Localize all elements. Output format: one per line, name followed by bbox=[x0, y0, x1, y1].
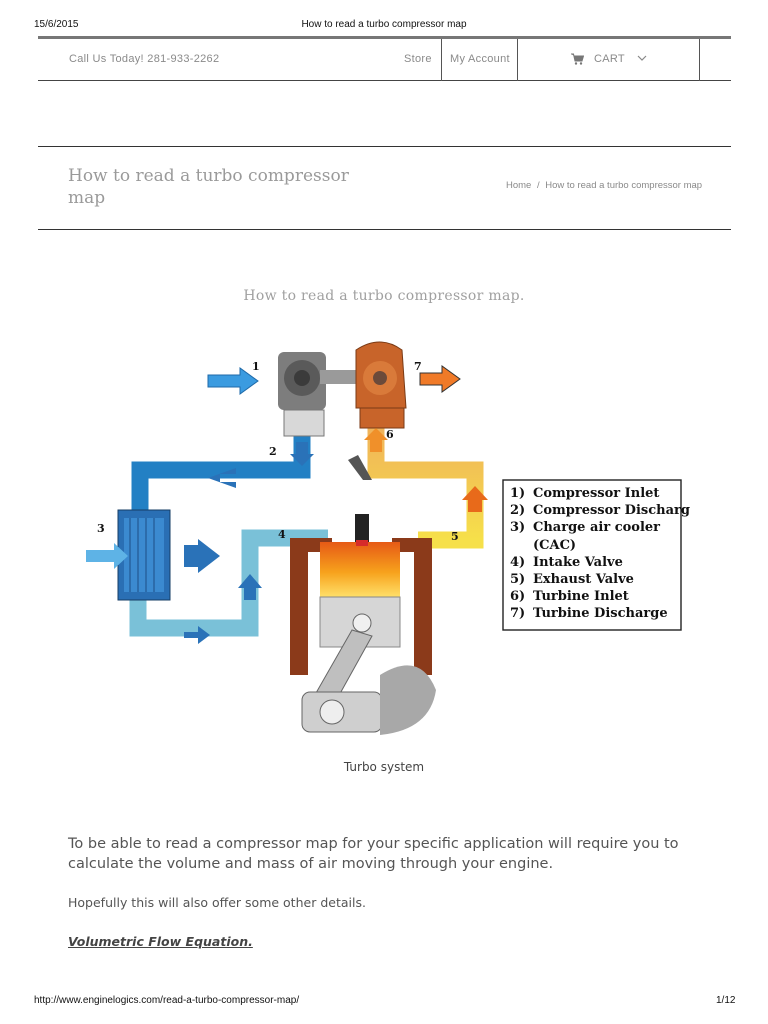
body-paragraph: Hopefully this will also offer some othe… bbox=[68, 895, 366, 910]
breadcrumb: Home / How to read a turbo compressor ma… bbox=[506, 180, 702, 191]
turbo-system-diagram: 1 2 3 4 5 6 7 1) Compressor Inlet 2) Com… bbox=[86, 341, 690, 735]
volumetric-flow-link[interactable]: Volumetric Flow Equation. bbox=[68, 934, 253, 949]
legend-num: 6) bbox=[510, 589, 525, 604]
inlet-arrow bbox=[207, 367, 259, 395]
callout-4: 4 bbox=[278, 528, 286, 541]
right-arrow bbox=[184, 626, 210, 644]
print-doc-title: How to read a turbo compressor map bbox=[301, 19, 467, 30]
body-paragraph: To be able to read a compressor map for … bbox=[68, 836, 679, 872]
title-band-bottom-rule bbox=[38, 229, 731, 230]
legend-item: Exhaust Valve bbox=[533, 572, 634, 587]
figure-caption: Turbo system bbox=[343, 760, 425, 774]
legend-item: Turbine Inlet bbox=[533, 589, 629, 604]
nav-divider bbox=[441, 39, 442, 81]
legend-num: 5) bbox=[510, 572, 525, 587]
nav-divider bbox=[699, 39, 700, 81]
my-account-link[interactable]: My Account bbox=[450, 53, 510, 65]
legend-item: Turbine Discharge bbox=[533, 606, 668, 621]
up-arrow bbox=[238, 574, 262, 600]
engine-block bbox=[290, 455, 436, 735]
legend: 1) Compressor Inlet 2) Compressor Discha… bbox=[510, 486, 690, 621]
legend-item: Intake Valve bbox=[533, 555, 623, 570]
callout-6: 6 bbox=[386, 428, 394, 441]
callout-7: 7 bbox=[414, 360, 422, 373]
legend-item: (CAC) bbox=[533, 538, 576, 553]
ambient-in-arrow bbox=[86, 543, 128, 569]
legend-item: Charge air cooler bbox=[533, 520, 660, 535]
nav-divider bbox=[517, 39, 518, 81]
cart-label: CART bbox=[594, 53, 625, 65]
print-url: http://www.enginelogics.com/read-a-turbo… bbox=[34, 995, 300, 1006]
callout-1: 1 bbox=[252, 360, 260, 373]
chevron-down-icon bbox=[637, 55, 647, 61]
page-title: How to read a turbo compressor map bbox=[68, 166, 349, 208]
legend-num: 4) bbox=[510, 555, 525, 570]
phone-link[interactable]: Call Us Today! 281-933-2262 bbox=[69, 53, 220, 65]
compressor-discharge-pipe bbox=[131, 430, 311, 510]
legend-num: 1) bbox=[510, 486, 525, 501]
exhaust-pipe bbox=[367, 428, 484, 549]
print-date: 15/6/2015 bbox=[34, 19, 79, 30]
legend-item: Compressor Inlet bbox=[533, 486, 659, 501]
legend-box bbox=[502, 479, 682, 631]
article-heading: How to read a turbo compressor map. bbox=[243, 288, 525, 304]
legend-num: 3) bbox=[510, 520, 525, 535]
exhaust-up-arrow bbox=[462, 486, 488, 512]
breadcrumb-separator: / bbox=[536, 180, 540, 191]
cart-button[interactable]: CART bbox=[571, 50, 676, 72]
breadcrumb-current: How to read a turbo compressor map bbox=[545, 180, 703, 191]
title-band-top-rule bbox=[38, 146, 731, 147]
callout-5: 5 bbox=[451, 530, 459, 543]
store-link[interactable]: Store bbox=[404, 53, 432, 65]
cart-icon bbox=[571, 53, 584, 65]
compressor-housing bbox=[278, 352, 356, 437]
callout-2: 2 bbox=[269, 445, 277, 458]
callout-3: 3 bbox=[97, 522, 105, 535]
top-bar: Call Us Today! 281-933-2262 Store My Acc… bbox=[38, 36, 731, 81]
ambient-out-arrow bbox=[184, 539, 220, 573]
discharge-arrow bbox=[419, 365, 461, 393]
breadcrumb-home[interactable]: Home bbox=[506, 180, 532, 191]
down-arrow bbox=[290, 442, 314, 466]
turbine-in-arrow bbox=[364, 428, 388, 452]
legend-num: 2) bbox=[510, 503, 525, 518]
legend-num: 7) bbox=[510, 606, 525, 621]
left-arrow bbox=[208, 468, 236, 488]
charge-air-cooler bbox=[117, 509, 171, 601]
legend-item: Compressor Discharge bbox=[533, 503, 690, 518]
intake-pipe bbox=[129, 529, 328, 637]
turbine-housing bbox=[355, 341, 407, 429]
print-page-number: 1/12 bbox=[716, 995, 736, 1006]
